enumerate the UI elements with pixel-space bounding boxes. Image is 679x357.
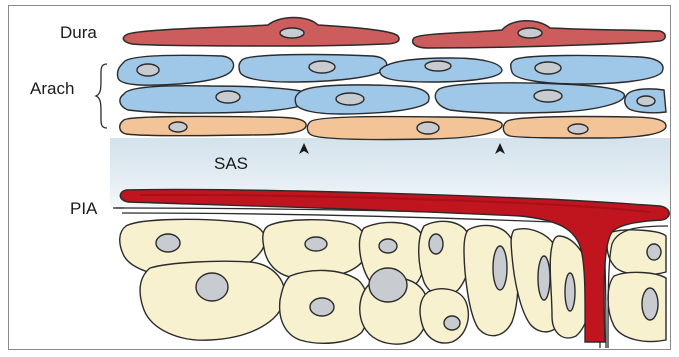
arach-cell [511, 55, 663, 84]
arach-nucleus [535, 62, 561, 74]
brain-nucleus [429, 234, 443, 254]
brain-nucleus [305, 237, 327, 251]
arach-nucleus [425, 61, 451, 71]
arach-nucleus [534, 90, 562, 102]
arach-nucleus [336, 93, 364, 105]
brain-cell [464, 225, 518, 335]
arach-bracket [96, 64, 107, 128]
brain-nucleus [444, 316, 460, 330]
arach-nucleus [216, 91, 240, 103]
brain-nucleus [196, 273, 228, 301]
dura-nucleus [518, 28, 542, 38]
arach-barrier-nucleus [417, 122, 439, 134]
arach-barrier-cell [120, 116, 306, 135]
brain-nucleus [642, 288, 658, 320]
label-sas: SAS [214, 155, 248, 172]
dura-cell [123, 18, 399, 47]
brain-nucleus [565, 273, 575, 311]
dura-nucleus [280, 28, 304, 38]
brain-cell [420, 289, 468, 343]
brain-nucleus [493, 246, 507, 290]
brain-nucleus [369, 268, 407, 302]
dura-layer [123, 18, 665, 49]
arach-barrier-cell [307, 117, 502, 140]
label-dura: Dura [60, 24, 97, 41]
arach-nucleus [137, 64, 159, 76]
arach-barrier-layer [120, 116, 666, 139]
brain-nucleus [156, 234, 180, 252]
arach-barrier-nucleus [568, 124, 588, 134]
label-pia: PIA [70, 200, 97, 217]
arach-cell [117, 55, 233, 85]
brain-nucleus [379, 239, 397, 253]
arach-layer [117, 55, 666, 114]
brain-cell [419, 221, 471, 295]
brain-nucleus [538, 256, 550, 300]
brain-nucleus [647, 244, 661, 260]
arach-nucleus [637, 96, 655, 106]
arach-nucleus [309, 61, 335, 73]
arach-cell [435, 83, 624, 113]
label-arach: Arach [30, 80, 74, 97]
brain-nucleus [310, 298, 334, 316]
arach-barrier-nucleus [169, 122, 187, 132]
